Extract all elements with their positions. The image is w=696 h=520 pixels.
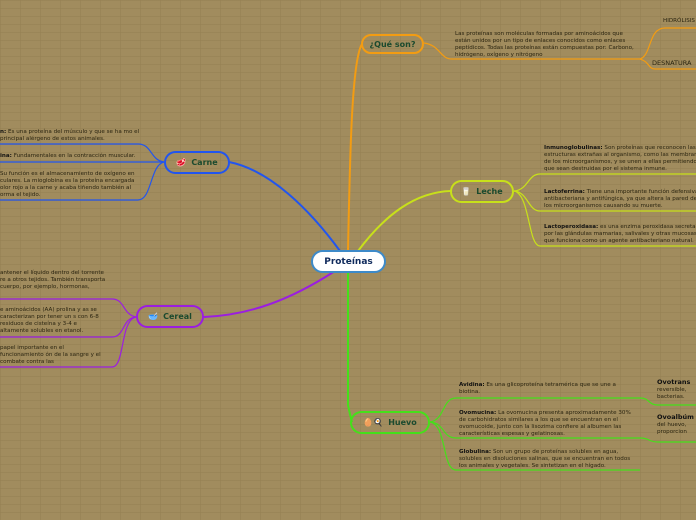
cereal-item: papel importante en el funcionamiento ón… (0, 345, 108, 366)
node-label: Carne (191, 158, 218, 167)
egg-icon: 🥚🍳 (363, 418, 384, 427)
item-title: ina: (0, 153, 12, 159)
item-title: Inmunoglobulinas: (544, 145, 603, 151)
cereal-item: antener el líquido dentro del torrente r… (0, 270, 108, 291)
bowl-icon: 🥣 (148, 312, 159, 321)
node-label: Huevo (388, 418, 417, 427)
item-text: antener el líquido dentro del torrente r… (0, 270, 106, 290)
node-carne[interactable]: 🥩 Carne (164, 151, 230, 174)
item-title: n: (0, 129, 7, 135)
leche-item: Inmunoglobulinas: Son proteínas que reco… (544, 145, 696, 173)
carne-item: ina: Fundamentales en la contracción mus… (0, 153, 140, 160)
item-text: Fundamentales en la contracción muscular… (11, 153, 136, 159)
item-title: Avidina: (459, 382, 485, 388)
node-cereal[interactable]: 🥣 Cereal (136, 305, 204, 328)
node-label: ¿Qué son? (369, 39, 416, 49)
item-text: Son proteínas que reconocen las estructu… (544, 145, 696, 172)
item-title: Lactoferrina: (544, 189, 585, 195)
huevo-item: Globulina: Son un grupo de proteínas sol… (459, 449, 634, 470)
item-text: Su función es el almacenamiento de oxíge… (0, 171, 135, 198)
milk-glass-icon: 🥛 (461, 187, 472, 196)
que-son-text: Las proteínas son moléculas formadas por… (455, 31, 634, 58)
item-text: es una enzima peroxidasa secretada por l… (544, 224, 696, 244)
central-node-proteinas[interactable]: Proteínas (311, 250, 386, 273)
item-title: Ovoalbúm (657, 413, 694, 421)
cereal-item: e aminoácidos (AA) prolina y as se carac… (0, 307, 106, 335)
child-desnaturalizacion[interactable]: DESNATURA (652, 59, 692, 67)
item-title: Globulina: (459, 449, 492, 455)
carne-item: n: Es una proteína del músculo y que se … (0, 129, 140, 143)
item-text: Son un grupo de proteínas solubles en ag… (459, 449, 631, 469)
leche-item: Lactoferrina: Tiene una importante funci… (544, 189, 696, 210)
node-que-son[interactable]: ¿Qué son? (361, 34, 424, 54)
item-text: Tiene una importante función defensiva a… (544, 189, 696, 209)
node-huevo[interactable]: 🥚🍳 Huevo (350, 411, 430, 434)
child-hidrolisis[interactable]: HIDRÓLISIS (663, 18, 695, 24)
leche-item: Lactoperoxidasa: es una enzima peroxidas… (544, 224, 696, 245)
huevo-item: Avidina: Es una glicoproteína tetraméric… (459, 382, 629, 396)
central-label: Proteínas (324, 256, 373, 267)
node-label: Leche (476, 187, 503, 196)
carne-item: Su función es el almacenamiento de oxíge… (0, 171, 136, 199)
item-text: papel importante en el funcionamiento ón… (0, 345, 101, 365)
item-title: Ovotrans (657, 378, 691, 386)
meat-icon: 🥩 (176, 158, 187, 167)
item-title: Ovomucina: (459, 410, 497, 416)
node-leche[interactable]: 🥛 Leche (450, 180, 514, 203)
item-text: del huevo, proporcion (657, 422, 687, 435)
item-text: reversible, bacterias. (657, 387, 687, 400)
item-text: e aminoácidos (AA) prolina y as se carac… (0, 307, 99, 334)
node-label: Cereal (163, 312, 192, 321)
item-title: Lactoperoxidasa: (544, 224, 599, 230)
item-text: La ovomucina presenta aproximadamente 30… (459, 410, 631, 437)
item-text: Es una proteína del músculo y que se ha … (0, 129, 140, 142)
huevo-item: Ovomucina: La ovomucina presenta aproxim… (459, 410, 634, 438)
item-text: Es una glicoproteína tetramérica que se … (459, 382, 616, 395)
